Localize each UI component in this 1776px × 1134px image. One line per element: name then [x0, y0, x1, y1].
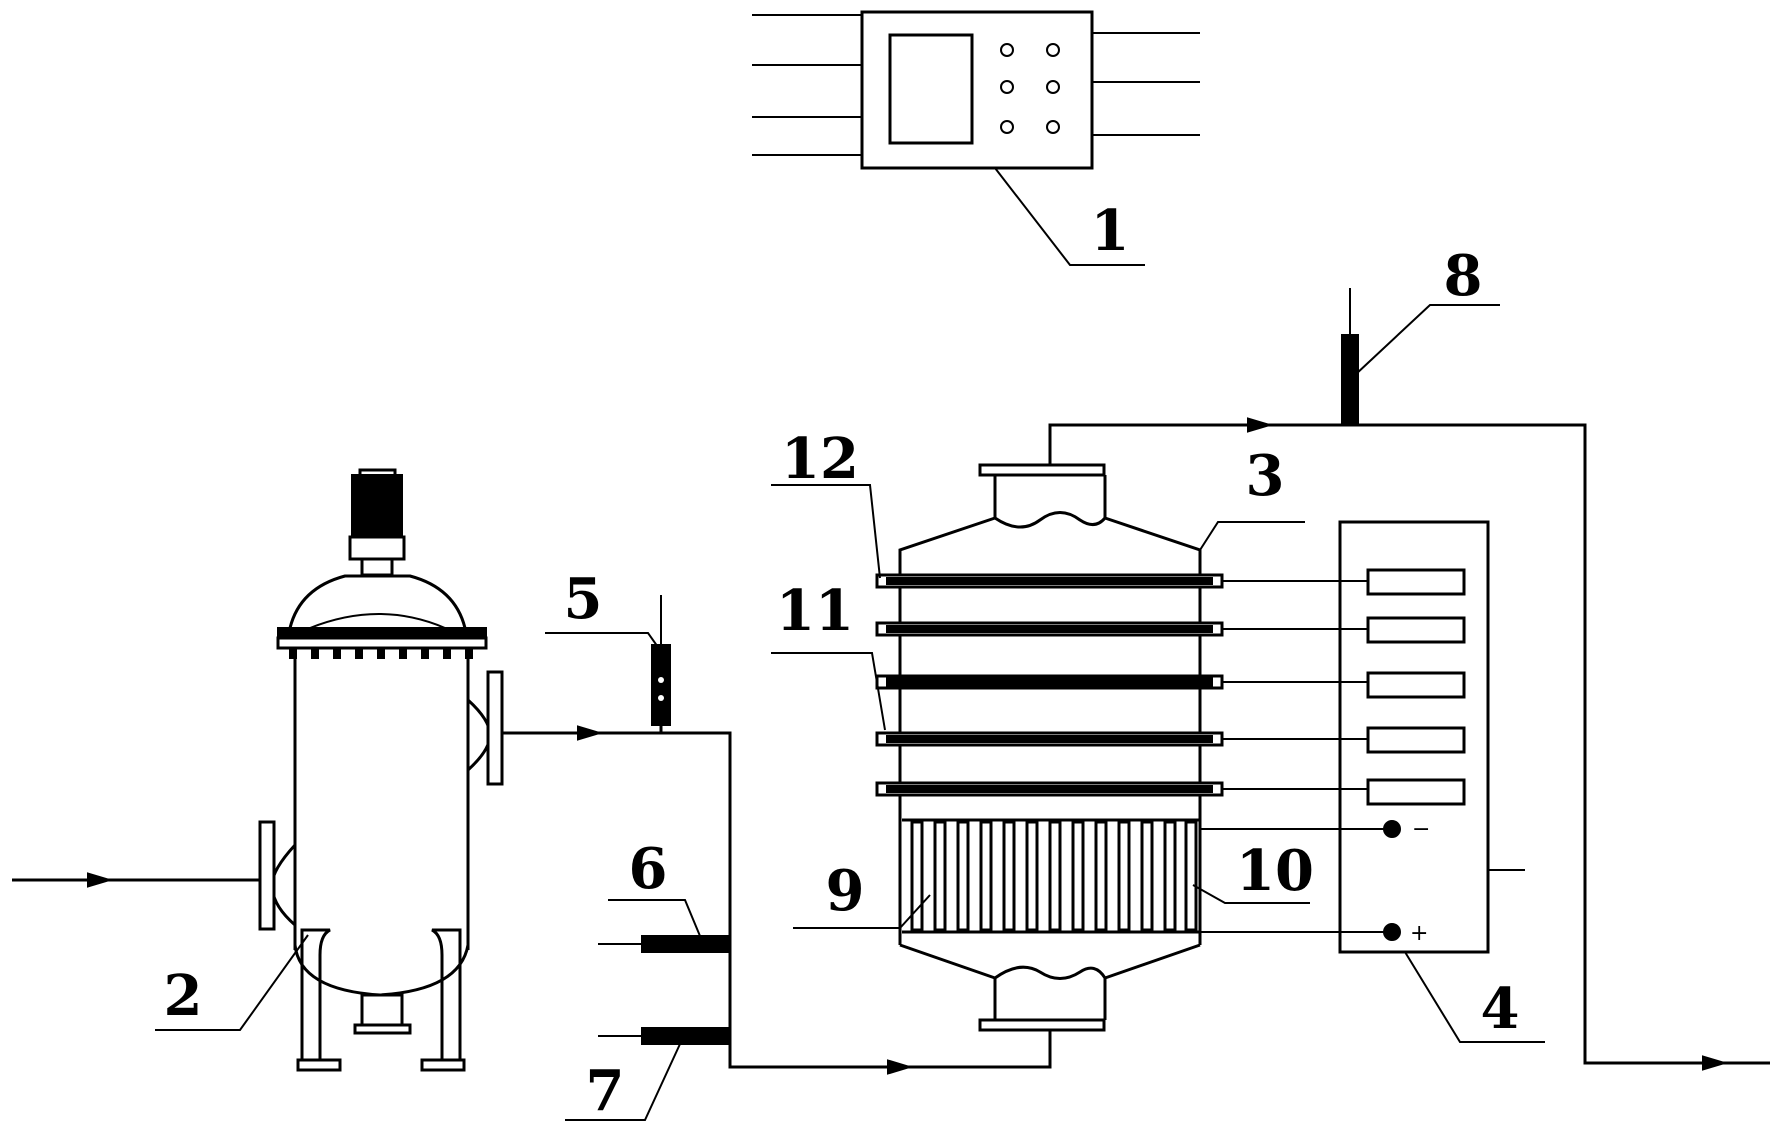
drain-outlet	[360, 993, 404, 1027]
positive-symbol: +	[1410, 921, 1428, 946]
controller-input-wires	[752, 14, 862, 156]
controller-buttons	[1000, 43, 1060, 134]
sensor-6-probe	[641, 935, 731, 953]
filter-tank: 2	[155, 468, 504, 1072]
sensor-5-probe	[651, 644, 671, 726]
leader-3	[1199, 521, 1305, 551]
controller: 1	[752, 10, 1200, 266]
top-cone-right	[1104, 516, 1202, 560]
top-nozzle-break	[994, 511, 1107, 529]
electrode-plates	[875, 573, 1224, 797]
positive-terminal	[1383, 923, 1401, 941]
bottom-cone-right	[1104, 943, 1201, 980]
label-4: 4	[1481, 976, 1520, 1042]
label-10: 10	[1236, 838, 1314, 904]
filter-dome	[288, 574, 467, 629]
leader-6	[608, 899, 701, 937]
leader-1	[994, 167, 1145, 266]
label-9: 9	[826, 858, 865, 924]
leg-left	[300, 928, 331, 1062]
top-cone-left	[898, 516, 996, 560]
reactor: 3 12 11 9 10	[771, 426, 1314, 1032]
power-supply: − + 4	[1200, 520, 1545, 1043]
label-2: 2	[164, 963, 203, 1029]
sensor-7-probe	[641, 1027, 731, 1045]
controller-output-wires	[1092, 32, 1200, 136]
inlet-flange	[258, 820, 276, 931]
label-6: 6	[629, 836, 668, 902]
leg-right	[431, 928, 462, 1062]
sensor-5: 5	[545, 566, 671, 733]
leader-5	[545, 632, 661, 651]
bottom-nozzle-break	[994, 965, 1107, 980]
negative-symbol: −	[1412, 817, 1430, 842]
leader-9	[793, 894, 931, 929]
plate-wires	[1222, 580, 1368, 790]
motor-shaft	[360, 557, 394, 577]
label-7: 7	[586, 1058, 625, 1124]
leader-8	[1354, 304, 1500, 376]
label-11: 11	[776, 578, 854, 644]
label-12: 12	[781, 426, 859, 492]
motor	[351, 474, 403, 538]
controller-display	[888, 33, 974, 145]
negative-terminal	[1383, 820, 1401, 838]
leader-10	[1192, 884, 1310, 904]
sensor-7: 7	[565, 1027, 731, 1124]
feed-pipe	[502, 731, 1052, 1069]
power-supply-modules	[1366, 568, 1466, 806]
leader-4	[1404, 951, 1545, 1043]
sensor-8-probe	[1341, 334, 1359, 426]
leader-2	[155, 934, 309, 1031]
motor-coupling	[348, 535, 406, 561]
leader-12	[771, 484, 881, 579]
outlet-pipe	[1048, 423, 1770, 1065]
sensor-8: 8	[1341, 243, 1500, 426]
label-5: 5	[564, 566, 603, 632]
flange-bolts	[289, 647, 473, 659]
label-8: 8	[1444, 243, 1483, 309]
bottom-cone-left	[899, 943, 996, 980]
leader-11	[771, 652, 886, 731]
bottom-nozzle-flange	[978, 1018, 1106, 1032]
sensor-6: 6	[598, 836, 731, 953]
outlet-flange	[486, 670, 504, 786]
leader-7	[565, 1043, 681, 1121]
label-3: 3	[1246, 443, 1285, 509]
top-nozzle-flange	[978, 463, 1106, 477]
electrode-tubes	[902, 818, 1200, 934]
label-1: 1	[1091, 198, 1130, 264]
